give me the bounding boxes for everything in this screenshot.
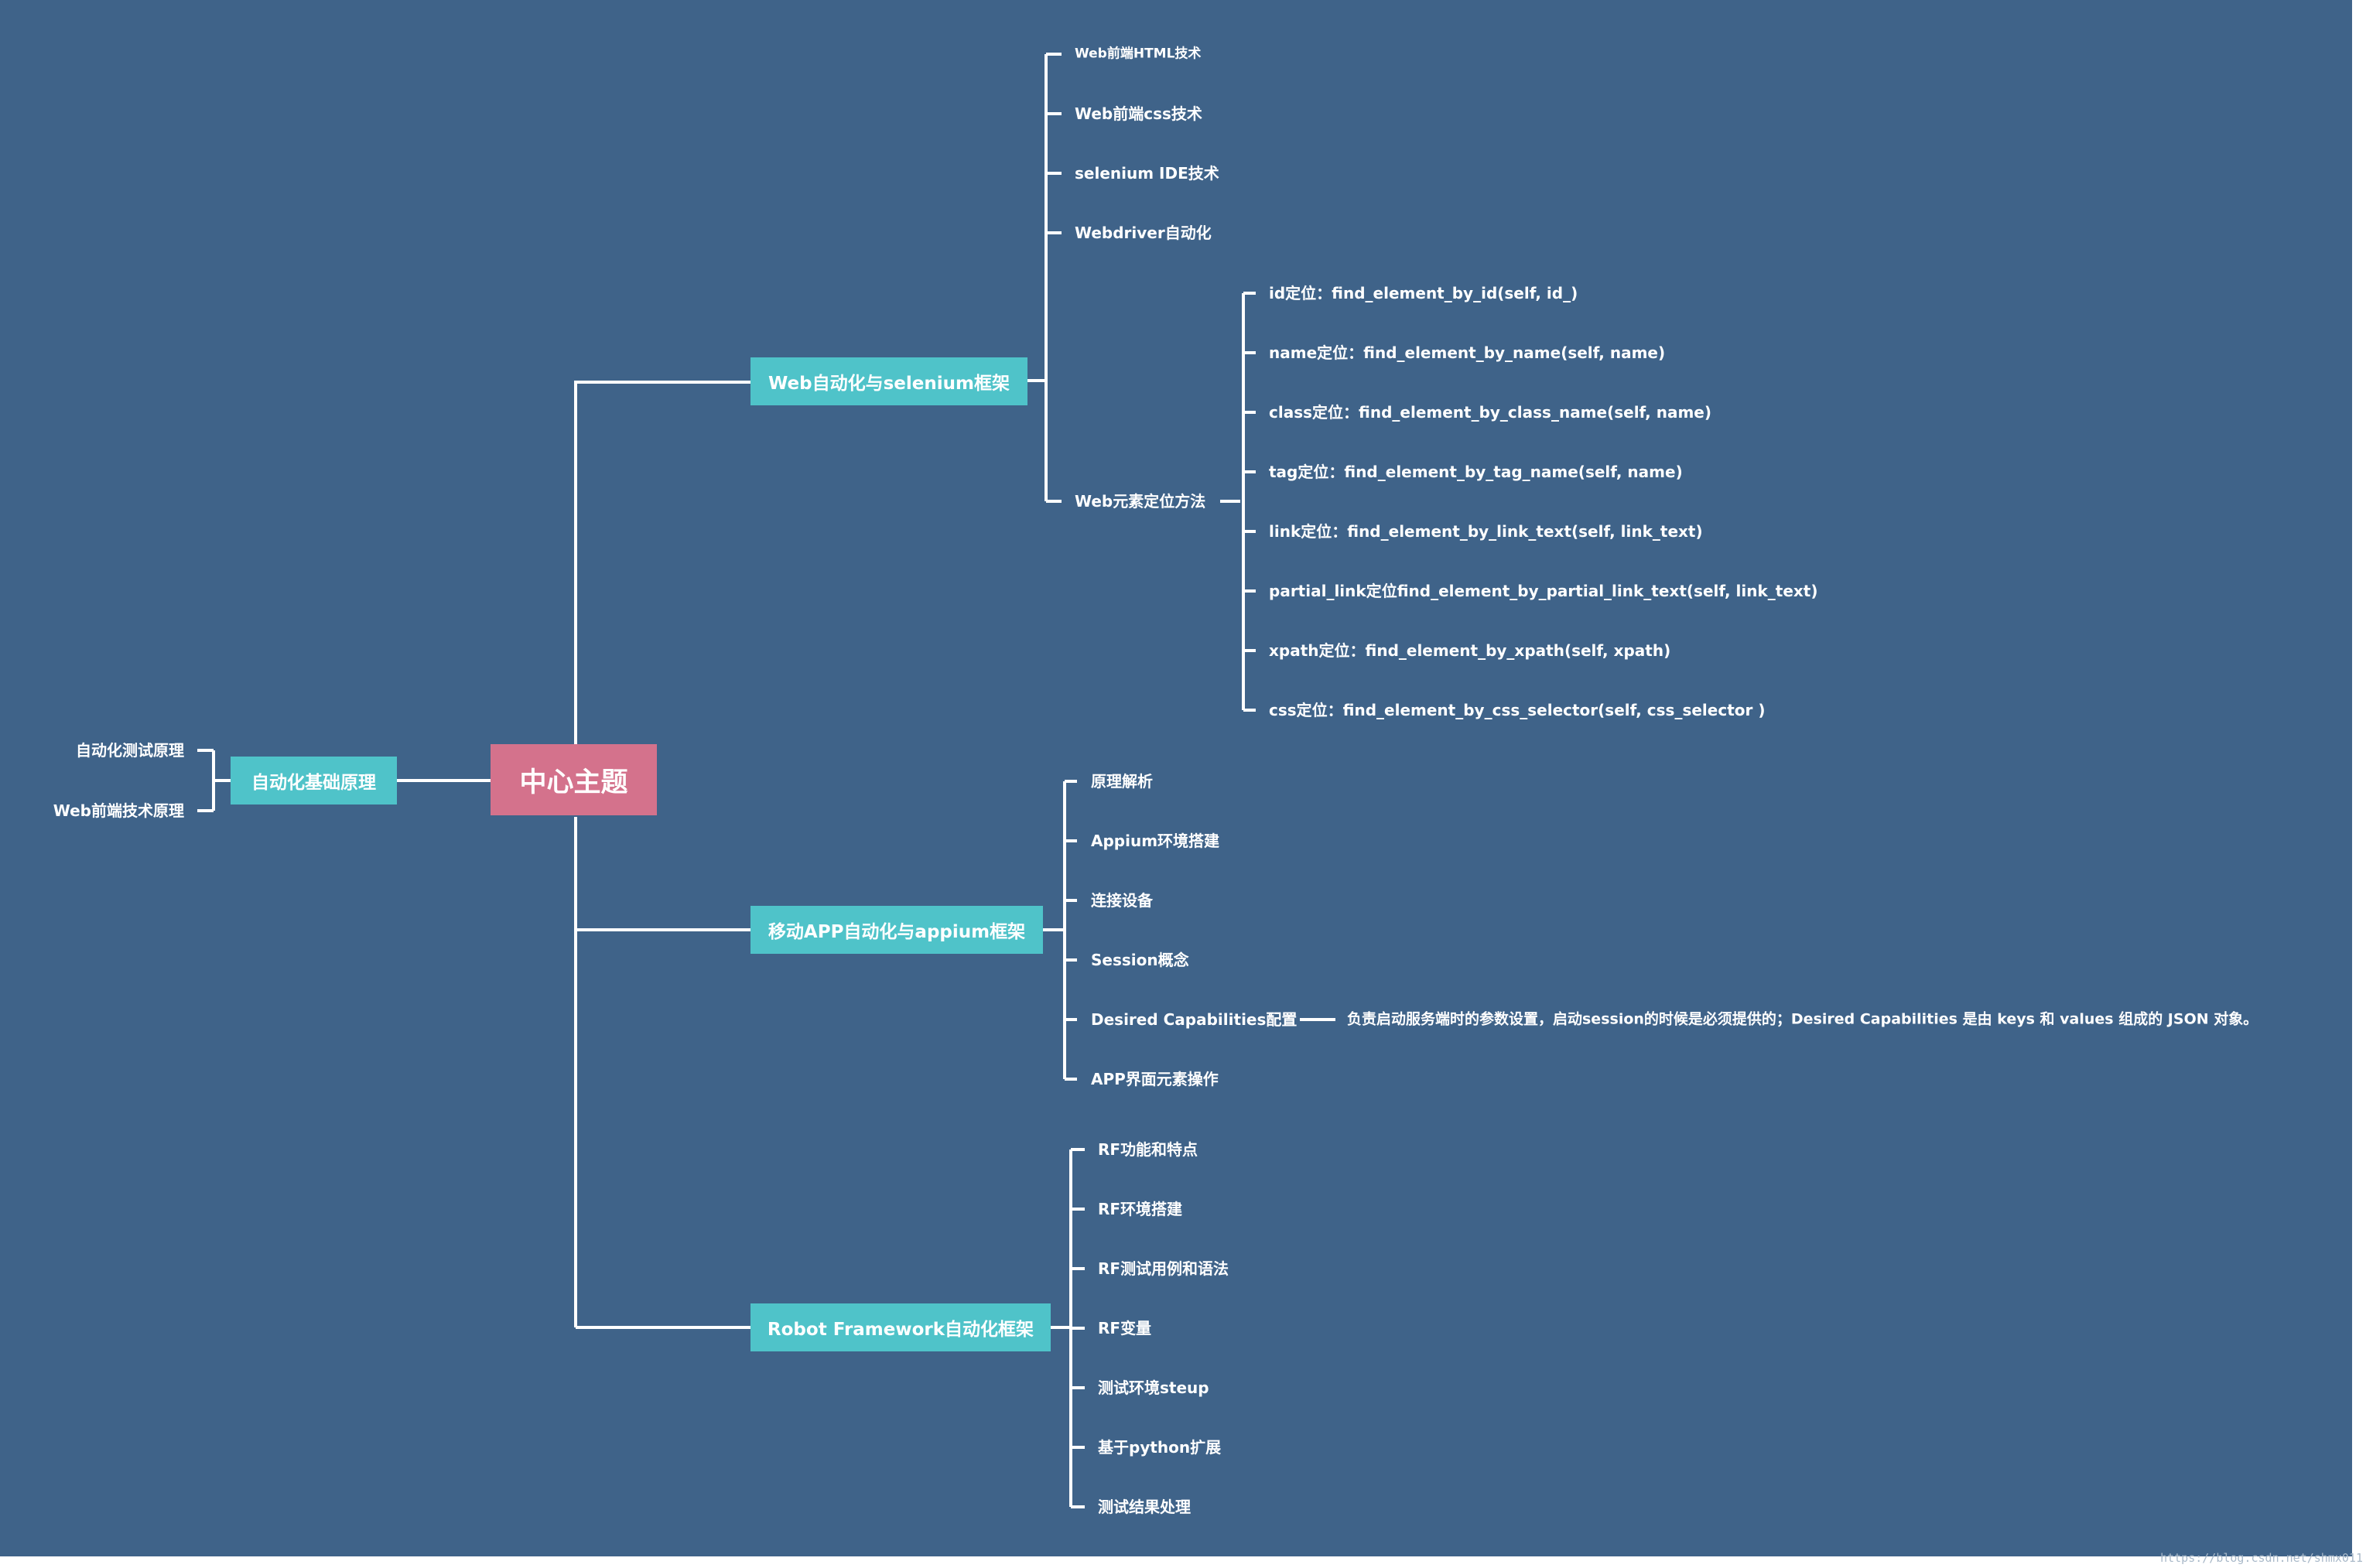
leaf-app-element-ops: APP界面元素操作	[1091, 1070, 1219, 1088]
leaf-web-html: Web前端HTML技术	[1075, 46, 1202, 62]
leaf-rf-setup: RF环境搭建	[1098, 1200, 1183, 1218]
leaf-rf-variables: RF变量	[1098, 1319, 1152, 1337]
leaf-rf-features: RF功能和特点	[1098, 1140, 1198, 1159]
leaf-desired-capabilities: Desired Capabilities配置	[1091, 1010, 1298, 1029]
locator-xpath: xpath定位：find_element_by_xpath(self, xpat…	[1269, 641, 1671, 660]
leaf-webdriver: Webdriver自动化	[1075, 224, 1212, 242]
leaf-rf-testcase-syntax: RF测试用例和语法	[1098, 1259, 1229, 1278]
locator-partial-link: partial_link定位find_element_by_partial_li…	[1269, 582, 1818, 600]
leaf-test-env-setup: 测试环境steup	[1098, 1378, 1209, 1397]
leaf-python-extension: 基于python扩展	[1098, 1438, 1222, 1457]
leaf-web-frontend-principle: Web前端技术原理	[53, 801, 184, 820]
leaf-principle-analysis: 原理解析	[1091, 772, 1153, 791]
leaf-web-locator-methods: Web元素定位方法	[1075, 492, 1206, 511]
leaf-connect-device: 连接设备	[1091, 891, 1153, 910]
locator-name: name定位：find_element_by_name(self, name)	[1269, 343, 1666, 362]
leaf-test-result-handling: 测试结果处理	[1098, 1498, 1191, 1516]
locator-css: css定位：find_element_by_css_selector(self,…	[1269, 701, 1766, 719]
topic-web-selenium[interactable]: Web自动化与selenium框架	[750, 357, 1027, 405]
leaf-selenium-ide: selenium IDE技术	[1075, 164, 1219, 183]
leaf-session-concept: Session概念	[1091, 951, 1189, 969]
leaf-web-css: Web前端css技术	[1075, 104, 1202, 123]
topic-robot-framework[interactable]: Robot Framework自动化框架	[750, 1303, 1051, 1351]
leaf-automation-test-principle: 自动化测试原理	[76, 741, 184, 760]
desired-capabilities-note: 负责启动服务端时的参数设置，启动session的时候是必须提供的；Desired…	[1347, 1010, 2258, 1028]
locator-id: id定位：find_element_by_id(self, id_)	[1269, 284, 1578, 302]
locator-tag: tag定位：find_element_by_tag_name(self, nam…	[1269, 463, 1683, 481]
watermark: https://blog.csdn.net/shmx011	[2160, 1551, 2363, 1565]
locator-class: class定位：find_element_by_class_name(self,…	[1269, 403, 1712, 422]
locator-link: link定位：find_element_by_link_text(self, l…	[1269, 522, 1703, 541]
topic-mobile-appium[interactable]: 移动APP自动化与appium框架	[750, 906, 1043, 954]
root-topic[interactable]: 中心主题	[491, 744, 657, 815]
topic-automation-basics[interactable]: 自动化基础原理	[231, 757, 397, 804]
leaf-appium-setup: Appium环境搭建	[1091, 832, 1220, 850]
